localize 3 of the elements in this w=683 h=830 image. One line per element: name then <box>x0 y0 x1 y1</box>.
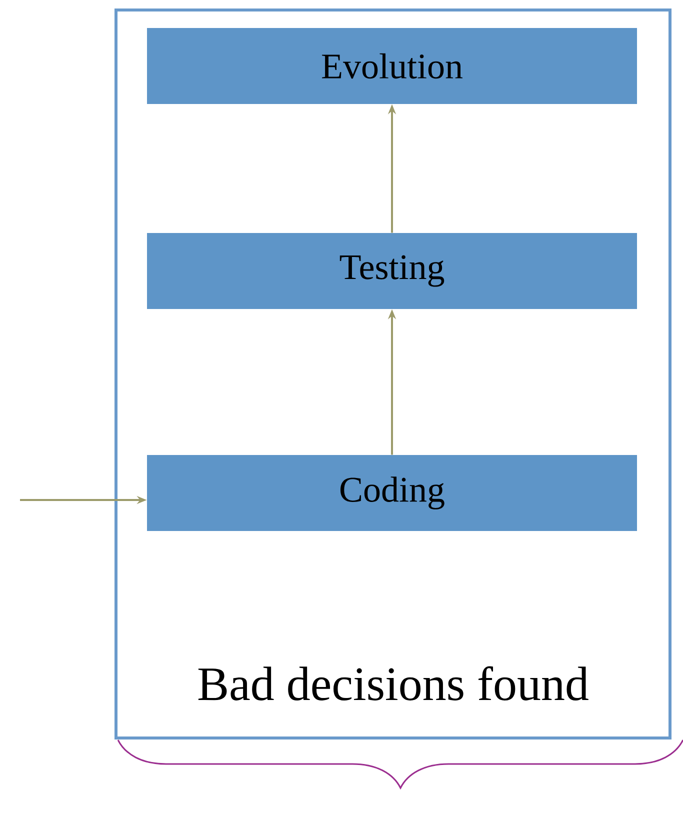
process-box: Coding <box>147 455 637 531</box>
process-box: Testing <box>147 233 637 309</box>
process-box: Evolution <box>147 28 637 104</box>
